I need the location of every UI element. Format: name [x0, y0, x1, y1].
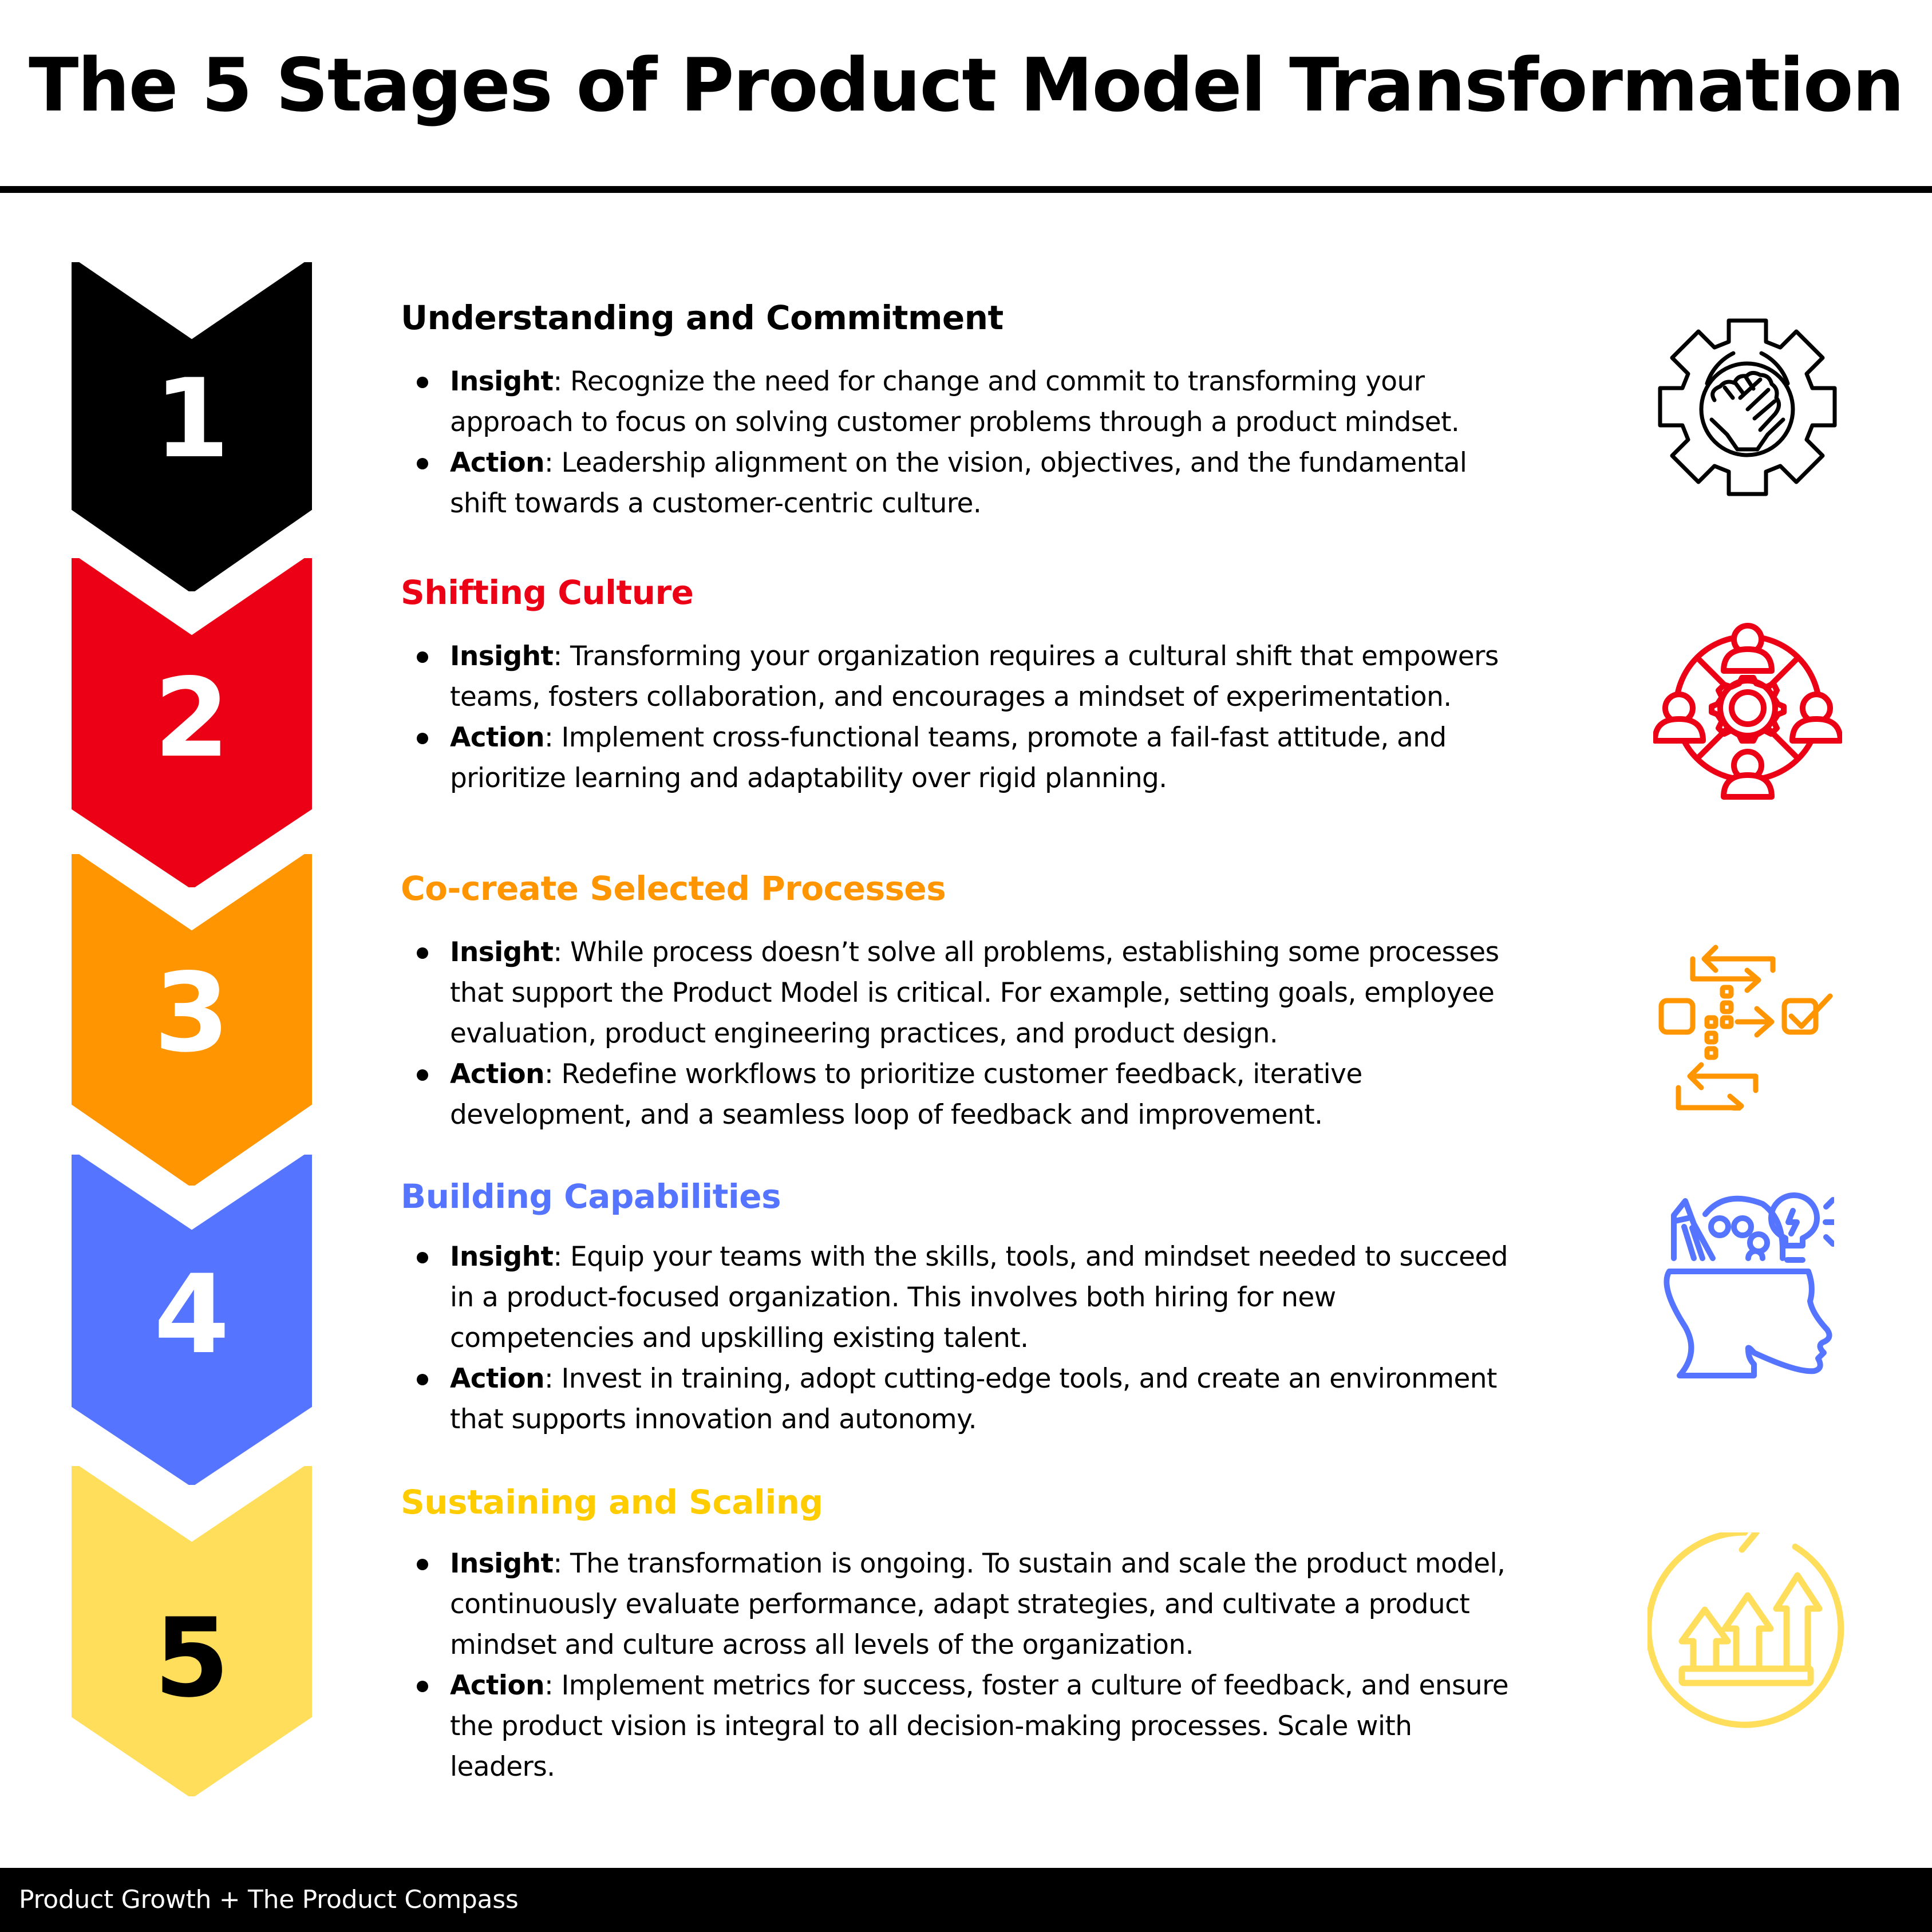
action-bullet: Action: Invest in training, adopt cuttin…	[401, 1358, 1603, 1440]
chevron-shape-icon	[72, 1155, 312, 1485]
insight-label: Insight	[450, 366, 554, 397]
action-text: prioritize learning and adaptability ove…	[450, 762, 1167, 794]
action-bullet: Action: Redefine workflows to prioritize…	[401, 1054, 1603, 1135]
footer-bar: Product Growth + The Product Compass	[0, 1868, 1932, 1932]
insight-text: teams, fosters collaboration, and encour…	[450, 681, 1452, 713]
chevron-shape-icon	[72, 1466, 312, 1796]
action-label: Action	[450, 447, 545, 479]
title-divider	[0, 186, 1932, 193]
bullet-dot-icon	[417, 1069, 428, 1081]
insight-text: Recognize the need for change and commit…	[570, 366, 1425, 397]
stage-1-chevron: 1	[72, 262, 312, 591]
stage-4-chevron: 4	[72, 1155, 312, 1485]
action-bullet: Action: Implement metrics for success, f…	[401, 1665, 1603, 1787]
action-text: that supports innovation and autonomy.	[450, 1404, 977, 1435]
stage-1-number: 1	[153, 355, 230, 482]
action-label: Action	[450, 1058, 545, 1090]
stage-2-bullets: Insight: Transforming your organization …	[401, 636, 1603, 799]
action-label: Action	[450, 722, 545, 753]
insight-text: Transforming your organization requires …	[570, 641, 1499, 672]
bullet-dot-icon	[417, 651, 428, 663]
action-text: development, and a seamless loop of feed…	[450, 1099, 1323, 1131]
stage-5-chevron: 5	[72, 1466, 312, 1796]
action-bullet: Action: Implement cross-functional teams…	[401, 717, 1603, 799]
bullet-dot-icon	[417, 947, 428, 959]
insight-text: evaluation, product engineering practice…	[450, 1018, 1278, 1049]
insight-label: Insight	[450, 1548, 554, 1579]
insight-bullet: Insight: Equip your teams with the skill…	[401, 1236, 1603, 1358]
stage-4-number: 4	[153, 1251, 230, 1378]
bullet-dot-icon	[417, 1252, 428, 1263]
insight-label: Insight	[450, 937, 554, 968]
stage-2-section: Shifting Culture Insight: Transforming y…	[401, 570, 1603, 799]
insight-text: The transformation is ongoing. To sustai…	[570, 1548, 1506, 1579]
insight-text: competencies and upskilling existing tal…	[450, 1322, 1029, 1354]
insight-text: approach to focus on solving customer pr…	[450, 406, 1460, 438]
action-text: leaders.	[450, 1751, 555, 1783]
bullet-dot-icon	[417, 1374, 428, 1385]
team-network-gear-icon	[1653, 623, 1842, 800]
page-title: The 5 Stages of Product Model Transforma…	[29, 43, 1905, 128]
growth-arrows-cycle-icon	[1647, 1532, 1844, 1728]
bullet-dot-icon	[417, 733, 428, 744]
bullet-dot-icon	[417, 458, 428, 469]
stage-1-bullets: Insight: Recognize the need for change a…	[401, 361, 1603, 524]
head-ideas-lightbulb-icon	[1664, 1192, 1834, 1378]
action-bullet: Action: Leadership alignment on the visi…	[401, 442, 1603, 524]
insight-text: While process doesn’t solve all problems…	[570, 937, 1499, 968]
stage-3-section: Co-create Selected Processes Insight: Wh…	[401, 866, 1603, 1135]
stage-5-bullets: Insight: The transformation is ongoing. …	[401, 1543, 1603, 1787]
insight-text: that support the Product Model is critic…	[450, 977, 1495, 1009]
process-flow-checkbox-icon	[1658, 945, 1833, 1111]
insight-text: Equip your teams with the skills, tools,…	[570, 1241, 1508, 1273]
insight-bullet: Insight: Transforming your organization …	[401, 636, 1603, 717]
stage-2-chevron: 2	[72, 558, 312, 887]
action-text: shift towards a customer-centric culture…	[450, 488, 982, 519]
stage-3-heading: Co-create Selected Processes	[401, 869, 946, 908]
stage-4-section: Building Capabilities Insight: Equip you…	[401, 1174, 1603, 1440]
gear-handshake-icon	[1658, 318, 1837, 496]
action-text: Implement metrics for success, foster a …	[561, 1670, 1509, 1701]
stage-4-bullets: Insight: Equip your teams with the skill…	[401, 1236, 1603, 1440]
stage-4-heading: Building Capabilities	[401, 1177, 781, 1216]
chevron-shape-icon	[72, 558, 312, 887]
footer-credit: Product Growth + The Product Compass	[19, 1885, 519, 1914]
stage-2-number: 2	[153, 655, 230, 781]
insight-text: in a product-focused organization. This …	[450, 1282, 1336, 1313]
stage-3-bullets: Insight: While process doesn’t solve all…	[401, 932, 1603, 1135]
chevron-shape-icon	[72, 262, 312, 591]
stage-1-heading: Understanding and Commitment	[401, 298, 1003, 337]
bullet-dot-icon	[417, 1559, 428, 1570]
action-text: Implement cross-functional teams, promot…	[561, 722, 1447, 753]
insight-label: Insight	[450, 1241, 554, 1273]
insight-label: Insight	[450, 641, 554, 672]
stage-2-heading: Shifting Culture	[401, 573, 694, 612]
action-text: the product vision is integral to all de…	[450, 1710, 1412, 1742]
chevron-shape-icon	[72, 854, 312, 1186]
insight-bullet: Insight: The transformation is ongoing. …	[401, 1543, 1603, 1665]
stage-5-number: 5	[153, 1595, 230, 1721]
action-label: Action	[450, 1363, 545, 1394]
bullet-dot-icon	[417, 377, 428, 388]
stage-3-number: 3	[153, 950, 230, 1076]
insight-text: mindset and culture across all levels of…	[450, 1629, 1194, 1661]
action-label: Action	[450, 1670, 545, 1701]
stage-3-chevron: 3	[72, 854, 312, 1186]
action-text: Invest in training, adopt cutting-edge t…	[561, 1363, 1498, 1394]
insight-text: continuously evaluate performance, adapt…	[450, 1589, 1470, 1620]
insight-bullet: Insight: While process doesn’t solve all…	[401, 932, 1603, 1054]
stage-5-section: Sustaining and Scaling Insight: The tran…	[401, 1479, 1603, 1787]
action-text: Redefine workflows to prioritize custome…	[561, 1058, 1363, 1090]
insight-bullet: Insight: Recognize the need for change a…	[401, 361, 1603, 442]
action-text: Leadership alignment on the vision, obje…	[561, 447, 1467, 479]
bullet-dot-icon	[417, 1681, 428, 1692]
stage-1-section: Understanding and Commitment Insight: Re…	[401, 295, 1603, 524]
stage-5-heading: Sustaining and Scaling	[401, 1483, 823, 1522]
